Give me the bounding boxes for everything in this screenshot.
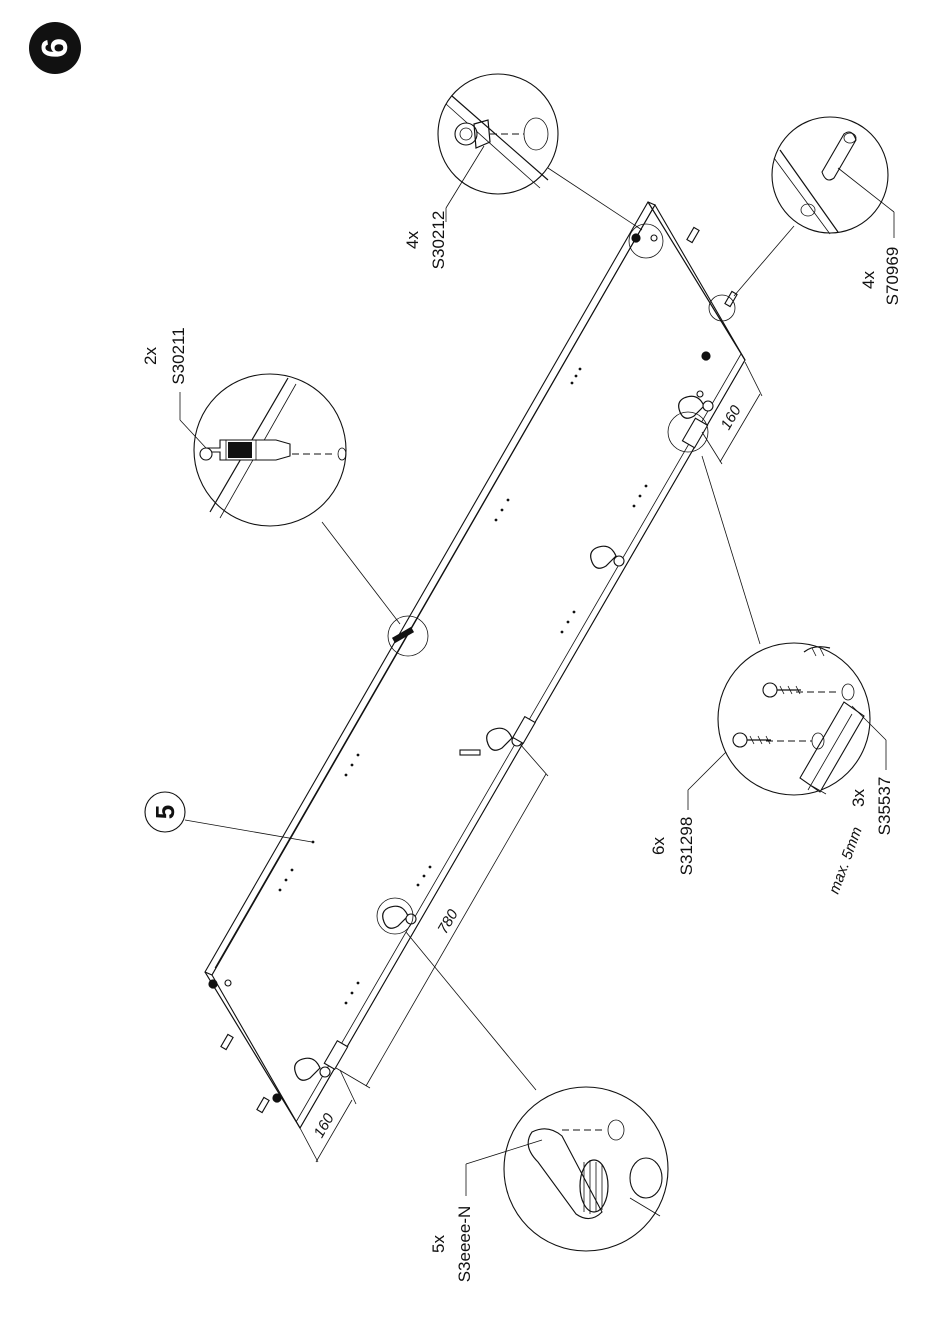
s35537-code: S35537 [875,777,894,836]
s31298-code: S31298 [677,817,696,876]
part-number: 5 [150,805,180,819]
s70969-code: S70969 [883,247,902,306]
s70969-qty: 4x [859,271,878,289]
dim-middle: 780 [434,906,462,937]
s3eeee-code: S3eeee-N [455,1206,474,1283]
detail-s3eeee-n: 5x S3eeee-N [406,932,668,1282]
step-number: 6 [34,38,75,58]
step-badge: 6 [29,22,81,74]
detail-s30211: 2x S30211 [141,327,414,643]
s30211-qty: 2x [141,347,160,365]
s30211-code: S30211 [169,327,188,384]
detail-s30212: 4x S30212 [403,74,642,269]
s30212-code: S30212 [429,211,448,270]
panel-5 [205,202,745,1128]
s31298-qty: 6x [649,837,668,855]
detail-s70969: 4x S70969 [734,117,902,305]
dim-top-right: 160 [717,402,745,433]
dim-max-gap: max. 5mm [826,825,866,897]
s30212-qty: 4x [403,231,422,249]
s35537-qty: 3x [849,789,868,807]
s3eeee-qty: 5x [429,1235,448,1253]
dim-bottom-left: 160 [310,1110,338,1141]
detail-s31298-s35537: 6x S31298 3x S35537 max. 5mm [649,456,894,896]
